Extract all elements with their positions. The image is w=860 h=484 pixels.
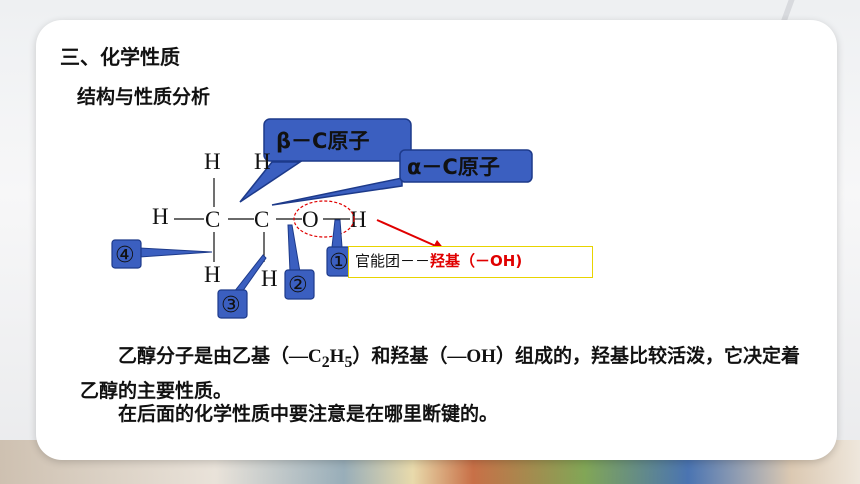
beta-carbon-label: β－C原子: [276, 129, 369, 153]
hydrogen-atom: H: [204, 262, 221, 287]
carbon-atom-beta: C: [205, 207, 220, 232]
paragraph-text: ）和羟基（: [352, 345, 448, 367]
bond-2-label: ②: [288, 273, 308, 298]
oxygen-atom: O: [302, 207, 319, 232]
hydrogen-atom: H: [261, 266, 278, 291]
bond-2-marker: [284, 269, 315, 300]
section-title: 三、化学性质: [60, 45, 180, 69]
bond-4-marker: [111, 239, 142, 269]
bond-1-pointer: [331, 219, 343, 248]
bond-2-pointer: [287, 224, 301, 273]
hydrogen-atom: H: [350, 207, 367, 232]
hydroxyl-highlight-ellipse: [293, 200, 355, 238]
beta-carbon-callout: [263, 118, 412, 162]
hydroxyl-group-name: 羟基（－OH): [430, 252, 523, 270]
paragraph-text: ）组成的，羟基比较活泼，它决定着乙醇的主要性质。: [80, 345, 800, 402]
paragraph-bond-breaking-note: 在后面的化学性质中要注意是在哪里断键的。: [118, 403, 499, 425]
hydrogen-atom: H: [152, 204, 169, 229]
bond-4-label: ④: [115, 243, 135, 268]
functional-group-arrow: [376, 219, 439, 248]
hydrogen-atom: H: [254, 149, 271, 174]
ethyl-formula: H: [329, 346, 345, 367]
sub-title: 结构与性质分析: [77, 86, 211, 108]
bond-3-marker: [217, 289, 248, 319]
hydroxyl-formula: —OH: [447, 346, 496, 367]
bond-3-label: ③: [221, 293, 241, 318]
alpha-carbon-callout-pointer: [271, 177, 403, 206]
ethyl-formula-subscript: 2: [321, 353, 330, 371]
hydrogen-atom: H: [204, 149, 221, 174]
ethyl-formula: —C: [289, 346, 322, 367]
functional-group-label: 官能团－－: [355, 252, 431, 270]
content-card: [36, 20, 837, 460]
alpha-carbon-callout: [399, 149, 533, 183]
bond-4-pointer: [139, 247, 213, 258]
paragraph-text: 乙醇分子是由乙基（: [118, 345, 290, 367]
ethyl-formula-subscript: 5: [344, 353, 353, 371]
beta-carbon-callout-pointer: [239, 161, 303, 203]
bond-1-label: ①: [329, 250, 349, 275]
carbon-atom-alpha: C: [254, 207, 269, 232]
paragraph-ethanol-composition: 乙醇分子是由乙基（—C2H5）和羟基（—OH）组成的，羟基比较活泼，它决定着乙醇…: [80, 342, 800, 406]
functional-group-box: 官能团－－羟基（－OH): [348, 246, 593, 278]
alpha-carbon-label: α－C原子: [407, 155, 500, 179]
